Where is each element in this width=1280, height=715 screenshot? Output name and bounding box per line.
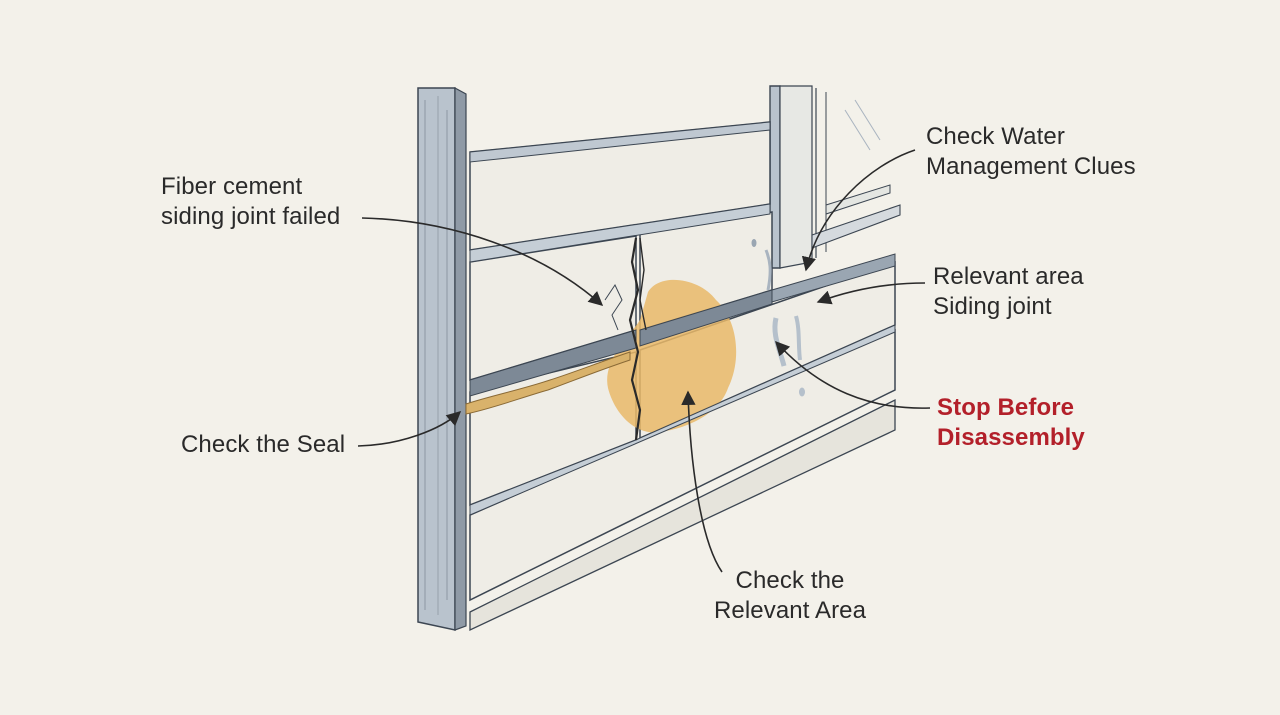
callout-relevant-area-joint-line1: Relevant area [933, 263, 1084, 290]
callout-fiber-cement-line1: Fiber cement [161, 173, 303, 200]
callout-water-management: Check Water Management Clues [926, 122, 1136, 182]
callout-water-management-line2: Management Clues [926, 153, 1136, 180]
callout-relevant-area-joint-line2: Siding joint [933, 293, 1052, 320]
arrow-relevant-area-joint [816, 282, 926, 305]
callout-check-relevant-area: Check the Relevant Area [714, 566, 866, 626]
callout-fiber-cement-line2: siding joint failed [161, 203, 341, 230]
joint-crack [628, 237, 642, 441]
callout-arrows [357, 149, 931, 573]
arrow-check-seal [357, 411, 462, 447]
window-trim [769, 85, 901, 269]
callout-fiber-cement: Fiber cement siding joint failed [161, 172, 340, 232]
callout-check-relevant-area-line1: Check the [735, 567, 845, 594]
callout-stop-before-line2: Disassembly [937, 424, 1085, 451]
arrow-stop-before [775, 340, 931, 409]
callout-stop-before-line1: Stop Before [937, 394, 1075, 421]
callout-check-seal: Check the Seal [181, 430, 345, 460]
arrow-check-relevant-area [681, 390, 723, 573]
callout-check-seal-line1: Check the Seal [181, 431, 346, 458]
arrow-fiber-cement [361, 217, 604, 306]
callout-relevant-area-joint: Relevant area Siding joint [933, 262, 1084, 322]
left-trim-board [417, 86, 467, 631]
callout-stop-before-disassembly: Stop Before Disassembly [937, 393, 1085, 453]
board-drip-edges [469, 203, 896, 516]
callout-water-management-line1: Check Water [926, 123, 1065, 150]
arrow-water-management [801, 149, 916, 272]
failed-seal-bead [465, 351, 631, 415]
callout-check-relevant-area-line2: Relevant Area [714, 597, 867, 624]
